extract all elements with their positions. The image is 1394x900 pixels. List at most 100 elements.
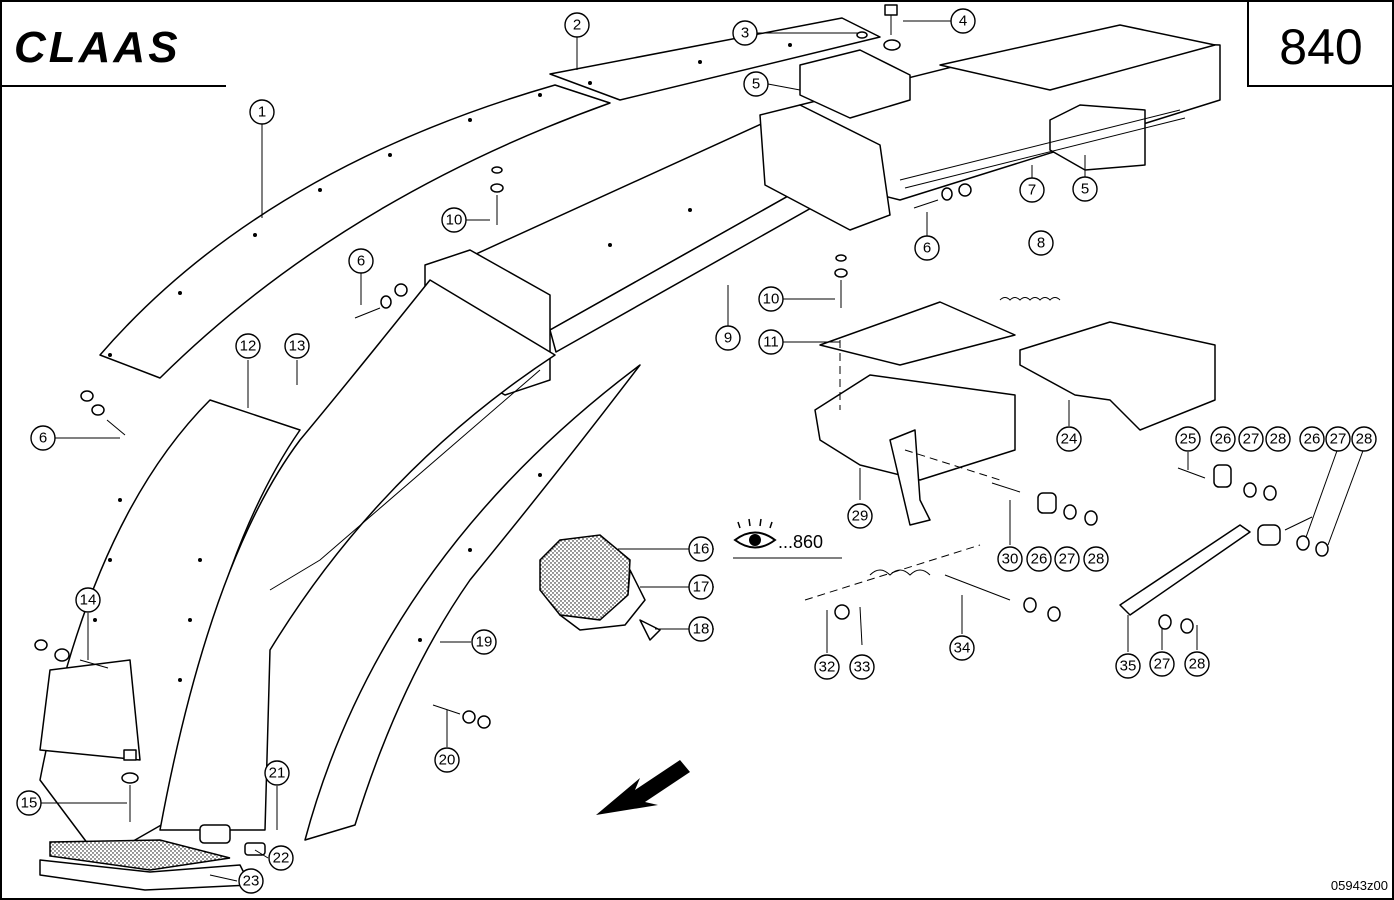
brand-logo: CLAAS (14, 23, 181, 72)
svg-text:6: 6 (39, 430, 47, 447)
page-number-box (1247, 0, 1394, 87)
part-22-pin (244, 842, 266, 856)
svg-text:16: 16 (693, 541, 710, 558)
svg-text:26: 26 (1031, 551, 1048, 568)
svg-text:5: 5 (1081, 181, 1089, 198)
svg-text:27: 27 (1330, 431, 1347, 448)
callout-4: 4 (950, 8, 976, 34)
callout-35: 35 (1115, 653, 1141, 679)
svg-text:2: 2 (573, 17, 581, 34)
svg-text:35: 35 (1120, 658, 1137, 675)
callout-3: 3 (732, 20, 758, 46)
svg-text:27: 27 (1243, 431, 1260, 448)
svg-text:10: 10 (763, 291, 780, 308)
brand-logo-text: CLAAS (14, 23, 181, 72)
callout-27-d: 27 (1149, 651, 1175, 677)
svg-text:15: 15 (21, 795, 38, 812)
svg-text:10: 10 (446, 212, 463, 229)
svg-text:34: 34 (954, 640, 971, 657)
callout-32: 32 (814, 654, 840, 680)
svg-text:6: 6 (357, 253, 365, 270)
mounting-holes (93, 43, 792, 682)
reference-eye-icon (733, 518, 777, 549)
part-24-bracket (1019, 321, 1216, 431)
callout-6-left: 6 (30, 425, 56, 451)
callout-16: 16 (688, 536, 714, 562)
svg-text:29: 29 (852, 508, 869, 525)
callout-28-b: 28 (1351, 426, 1377, 452)
part-7-rod (899, 109, 1186, 189)
part-18-wing-nut (639, 619, 661, 641)
callout-5-right: 5 (1072, 176, 1098, 202)
part-14-plate (39, 659, 141, 761)
callout-6-right: 6 (914, 235, 940, 261)
callout-17: 17 (688, 574, 714, 600)
callout-26-c: 26 (1026, 546, 1052, 572)
svg-text:23: 23 (243, 873, 260, 890)
callout-28-d: 28 (1184, 651, 1210, 677)
callout-1: 1 (249, 99, 275, 125)
callout-15: 15 (16, 790, 42, 816)
callout-25: 25 (1175, 426, 1201, 452)
direction-arrow-icon (596, 760, 690, 815)
part-8-spring (999, 297, 1061, 301)
callout-7: 7 (1019, 177, 1045, 203)
svg-text:8: 8 (1037, 235, 1045, 252)
callout-33: 33 (849, 654, 875, 680)
svg-text:24: 24 (1061, 431, 1078, 448)
svg-text:28: 28 (1189, 656, 1206, 673)
svg-text:28: 28 (1088, 551, 1105, 568)
svg-text:25: 25 (1180, 431, 1197, 448)
callout-30: 30 (997, 546, 1023, 572)
svg-text:26: 26 (1215, 431, 1232, 448)
drawing-code: 05943z00 (1331, 878, 1388, 893)
svg-text:9: 9 (724, 330, 732, 347)
callout-13: 13 (284, 333, 310, 359)
callout-21: 21 (264, 760, 290, 786)
svg-text:33: 33 (854, 659, 871, 676)
svg-text:3: 3 (741, 25, 749, 42)
callout-20: 20 (434, 747, 460, 773)
callout-8: 8 (1028, 230, 1054, 256)
callout-5-top: 5 (743, 71, 769, 97)
svg-text:22: 22 (273, 850, 290, 867)
svg-text:13: 13 (289, 338, 306, 355)
part-21-pin (199, 824, 231, 844)
svg-text:4: 4 (959, 13, 967, 30)
svg-text:27: 27 (1154, 656, 1171, 673)
svg-text:27: 27 (1059, 551, 1076, 568)
callout-18: 18 (688, 616, 714, 642)
callout-12: 12 (235, 333, 261, 359)
callout-28-a: 28 (1265, 426, 1291, 452)
svg-text:14: 14 (80, 592, 97, 609)
svg-text:12: 12 (240, 338, 257, 355)
svg-text:11: 11 (763, 334, 779, 351)
part-35-link (1119, 524, 1251, 616)
part-5-bracket-right (1049, 104, 1146, 171)
callout-14: 14 (75, 587, 101, 613)
drawing: ...860 (16, 4, 1377, 894)
callout-27-a: 27 (1238, 426, 1264, 452)
part-23-bottom-pad (49, 839, 231, 871)
part-29-bracket (814, 374, 1016, 481)
part-19-curved-strip (304, 364, 641, 841)
callout-26-b: 26 (1299, 426, 1325, 452)
svg-text:26: 26 (1304, 431, 1321, 448)
leader-lines (30, 20, 1365, 882)
fasteners (34, 4, 1329, 822)
callout-19: 19 (471, 629, 497, 655)
callout-28-c: 28 (1083, 546, 1109, 572)
beam-flange-right (759, 104, 891, 231)
svg-text:30: 30 (1002, 551, 1019, 568)
callout-27-b: 27 (1325, 426, 1351, 452)
callout-2: 2 (564, 12, 590, 38)
callout-26-a: 26 (1210, 426, 1236, 452)
part-34-spring-bolt (869, 569, 931, 576)
svg-text:6: 6 (923, 240, 931, 257)
svg-text:21: 21 (269, 765, 286, 782)
svg-text:5: 5 (752, 76, 760, 93)
svg-text:17: 17 (693, 579, 710, 596)
callout-6-upper: 6 (348, 248, 374, 274)
part-17-plate (559, 569, 646, 631)
